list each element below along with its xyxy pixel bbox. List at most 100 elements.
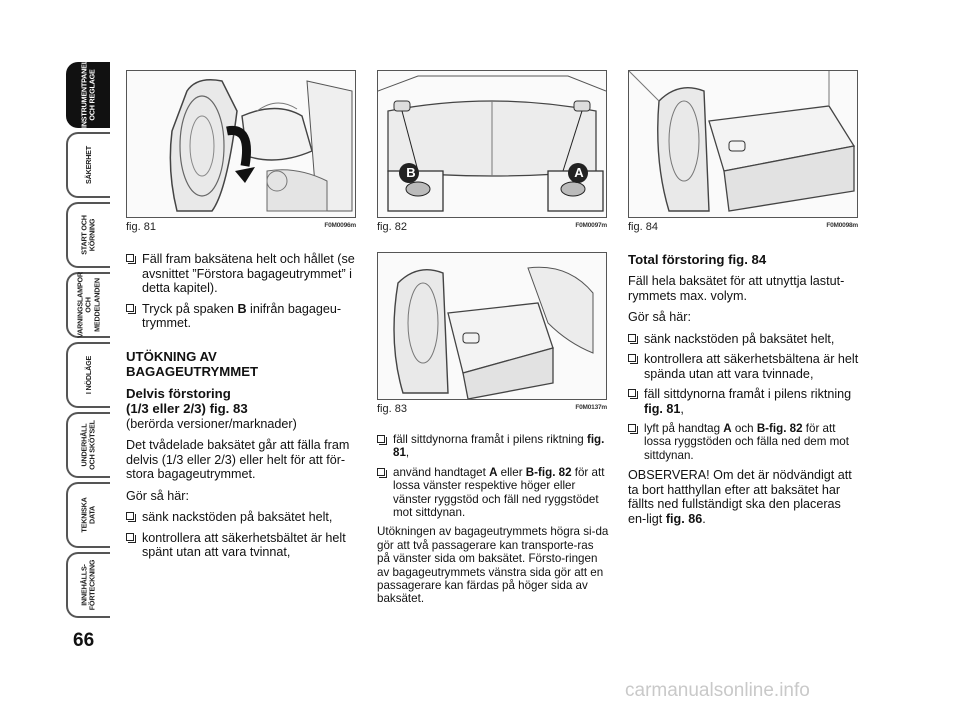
fig-83-illustration: [377, 252, 607, 400]
list-item: sänk nackstöden på baksätet helt,: [126, 510, 358, 525]
paragraph: Det tvådelade baksätet går att fälla fra…: [126, 438, 350, 481]
column-2: fäll sittdynorna framåt i pilens riktnin…: [377, 433, 609, 613]
tab-start-och-korning[interactable]: START OCH KÖRNING: [66, 202, 110, 268]
tab-tekniska-data[interactable]: TEKNISKA DATA: [66, 482, 110, 548]
tab-instrumentpanel[interactable]: INSTRUMENTPANEL OCH REGLAGE: [66, 60, 110, 128]
figure-84: fig. 84 F0M0098m: [628, 70, 858, 235]
total-fold-illustration: [629, 71, 857, 217]
fig-84-label: fig. 84: [628, 221, 658, 233]
rear-seat-handles-illustration: [378, 71, 606, 217]
list-item-text: och: [731, 422, 757, 435]
fig-84-illustration: [628, 70, 858, 218]
list-item: lyft på handtag A och B-fig. 82 för att …: [628, 422, 860, 462]
list-item: fäll sittdynorna framåt i pilens riktnin…: [628, 387, 860, 416]
list-item-text: ,: [405, 446, 410, 460]
checkbox-bullet-icon: [628, 389, 638, 399]
paragraph: Utökningen av bagageutrymmets högra si-d…: [377, 525, 609, 606]
fig-82-label: fig. 82: [377, 221, 407, 233]
paragraph-text: .: [702, 511, 706, 526]
list-item-text: fäll sittdynorna framåt i pilens riktnin…: [644, 387, 852, 401]
figure-83: fig. 83 F0M0137m: [377, 252, 607, 417]
checkbox-bullet-icon: [377, 467, 387, 478]
list-item: sänk nackstöden på baksätet helt,: [628, 332, 860, 347]
list-item-bold: A: [489, 465, 498, 479]
list-item: kontrollera att säkerhetsbältet är helt …: [126, 531, 358, 560]
figure-81: fig. 81 F0M0096m: [126, 70, 356, 235]
checkbox-bullet-icon: [126, 254, 136, 264]
checkbox-bullet-icon: [126, 512, 136, 522]
tab-label: SÄKERHET: [83, 146, 93, 184]
marker-b: B: [406, 165, 416, 180]
fig-81-code: F0M0096m: [324, 222, 356, 229]
watermark: carmanualsonline.info: [625, 680, 810, 701]
list-item-text: fäll sittdynorna framåt i pilens riktnin…: [393, 433, 587, 446]
tab-label: I NÖDLÄGE: [83, 355, 93, 395]
tab-sakerhet[interactable]: SÄKERHET: [66, 132, 110, 198]
checkbox-bullet-icon: [628, 333, 638, 344]
tab-innehallsforteckning[interactable]: INNEHÅLLS- FÖRTECKNING: [66, 552, 110, 618]
tab-label: TEKNISKA DATA: [79, 497, 97, 533]
list-item-bold: A: [723, 422, 732, 435]
checkbox-bullet-icon: [377, 435, 387, 445]
tab-label: START OCH KÖRNING: [79, 215, 97, 255]
fig-82-code: F0M0097m: [575, 222, 607, 229]
list-item-bold: B: [237, 301, 247, 316]
list-item-text: inifrån bagageu-trymmet.: [142, 301, 342, 331]
seat-fold-illustration: [127, 71, 355, 217]
tab-i-nodlage[interactable]: I NÖDLÄGE: [66, 342, 110, 408]
list-item: Fäll fram baksätena helt och hållet (se …: [126, 252, 358, 296]
paragraph-bold: fig. 86: [665, 511, 703, 526]
paragraph: Gör så här:: [126, 488, 189, 503]
checkbox-bullet-icon: [126, 532, 136, 543]
list-item-text: använd handtaget: [393, 465, 490, 479]
paragraph: Fäll hela baksätet för att utnyttja last…: [628, 274, 845, 303]
list-item-text: för att lossa vänster respektive höger e…: [393, 465, 605, 520]
list-item-bold: fig. 81: [644, 401, 681, 416]
partial-fold-illustration: [378, 253, 606, 399]
paragraph: OBSERVERA! Om det är nödvändigt att ta b…: [628, 468, 860, 526]
list-item: använd handtaget A eller B-fig. 82 för a…: [377, 466, 609, 520]
subheading: (1/3 eller 2/3) fig. 83: [126, 401, 248, 416]
list-item: fäll sittdynorna framåt i pilens riktnin…: [377, 433, 609, 460]
column-1: Fäll fram baksätena helt och hållet (se …: [126, 252, 358, 566]
list-item-text: lyft på handtag: [644, 422, 724, 435]
subheading-note: (berörda versioner/marknader): [126, 416, 297, 431]
section-heading: UTÖKNING AV BAGAGEUTRYMMET: [126, 348, 259, 379]
list-item-text: ,: [680, 401, 684, 416]
page-number: 66: [73, 630, 95, 651]
paragraph-text: OBSERVERA! Om det är nödvändigt att ta b…: [628, 468, 852, 526]
tab-label: UNDERHÅLL OCH SKÖTSEL: [79, 420, 97, 470]
section-heading: Total förstoring fig. 84: [628, 252, 767, 267]
list-item-bold: B-fig. 82: [525, 465, 572, 479]
list-item-text: kontrollera att säkerhetsbältena är helt…: [644, 352, 859, 381]
fig-83-code: F0M0137m: [575, 404, 607, 411]
tab-underhall[interactable]: UNDERHÅLL OCH SKÖTSEL: [66, 412, 110, 478]
checkbox-bullet-icon: [628, 424, 638, 434]
list-item-bold: B-fig. 82: [756, 422, 803, 435]
list-item-text: sänk nackstöden på baksätet helt,: [142, 510, 333, 524]
list-item-text: för att lossa ryggstöden och fälla ned d…: [644, 422, 849, 462]
list-item-text: eller: [497, 465, 526, 479]
fig-82-illustration: B A: [377, 70, 607, 218]
marker-a: A: [574, 165, 584, 180]
tab-label: INNEHÅLLS- FÖRTECKNING: [79, 559, 97, 611]
tab-label: INSTRUMENTPANEL OCH REGLAGE: [79, 60, 97, 128]
list-item: Tryck på spaken B inifrån bagageu-trymme…: [126, 302, 358, 331]
paragraph: Gör så här:: [628, 310, 691, 324]
list-item-text: kontrollera att säkerhetsbältet är helt …: [142, 530, 346, 560]
list-item-bold: fig. 81: [393, 433, 605, 460]
column-3: Total förstoring fig. 84 Fäll hela baksä…: [628, 252, 860, 533]
tab-varningslampor[interactable]: VARNINGSLAMPOR OCH MEDDELANDEN: [66, 272, 110, 338]
figure-82: B A fig. 82 F0M0097m: [377, 70, 607, 235]
list-item-text: Fäll fram baksätena helt och hållet (se …: [142, 252, 355, 295]
checkbox-bullet-icon: [126, 303, 136, 314]
subheading: Delvis förstoring: [126, 385, 231, 401]
list-item-text: sänk nackstöden på baksätet helt,: [644, 331, 835, 346]
list-item-text: Tryck på spaken: [142, 301, 238, 316]
fig-81-illustration: [126, 70, 356, 218]
fig-81-label: fig. 81: [126, 221, 156, 233]
fig-84-code: F0M0098m: [826, 222, 858, 229]
list-item: kontrollera att säkerhetsbältena är helt…: [628, 352, 860, 381]
subheading-block: Delvis förstoring (1/3 eller 2/3) fig. 8…: [126, 386, 358, 432]
checkbox-bullet-icon: [628, 354, 638, 364]
